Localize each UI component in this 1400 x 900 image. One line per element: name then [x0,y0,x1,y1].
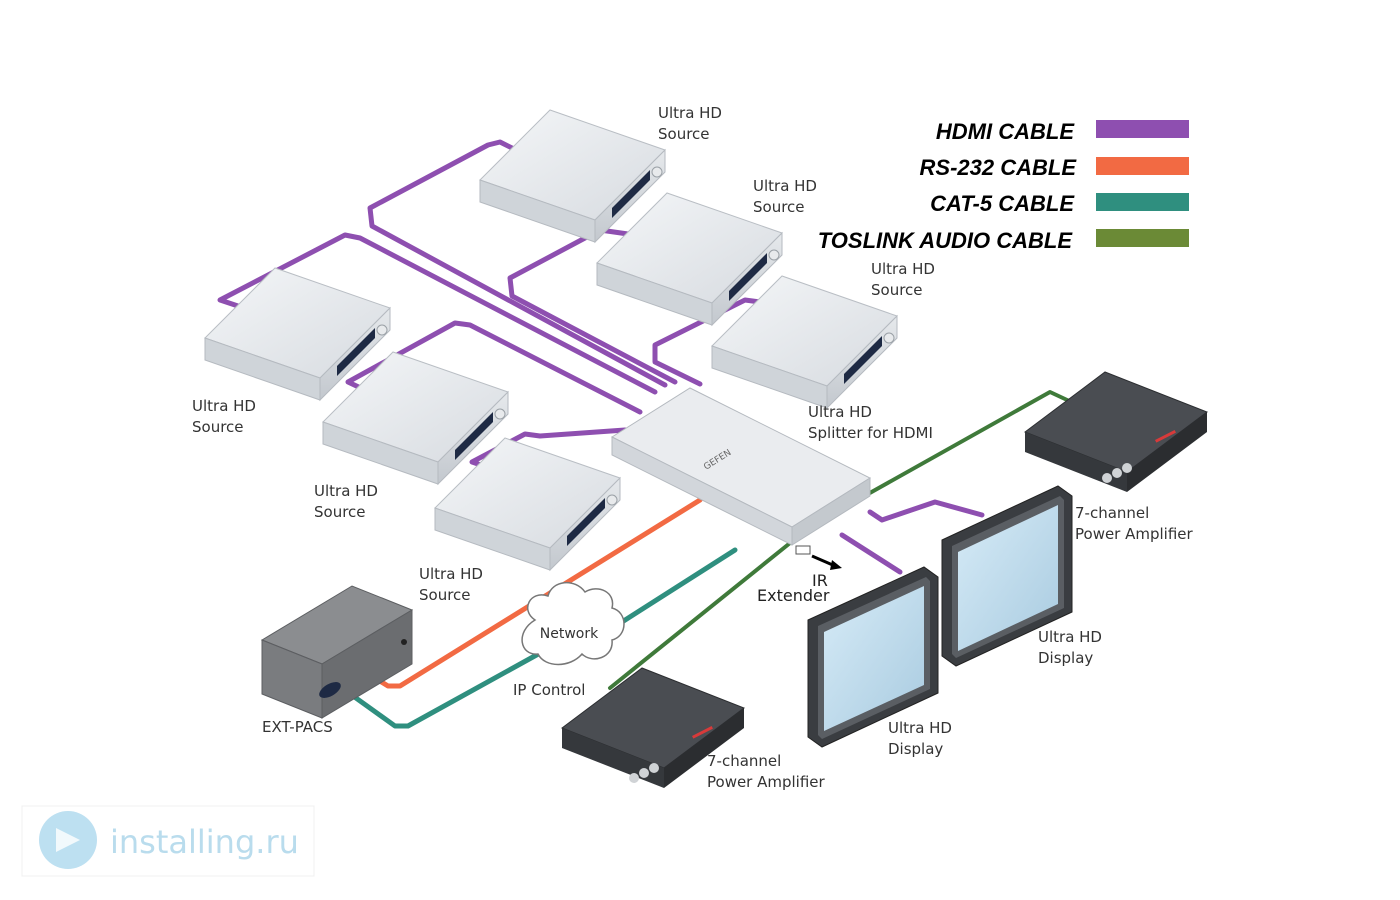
source-1[interactable] [479,109,666,244]
legend-swatch-rs232 [1096,157,1189,175]
labels: Ultra HD Source Ultra HD Source Ultra HD… [192,104,1194,791]
amplifier-left-label: 7-channel Power Amplifier [707,752,826,791]
display-back[interactable] [941,485,1073,667]
ext-pacs-device[interactable] [260,585,414,719]
legend-swatch-cat5 [1096,193,1189,211]
legend-label-hdmi: HDMI CABLE [936,119,1075,144]
hdmi-cable-source6 [469,427,628,471]
legend: HDMI CABLE RS-232 CABLE CAT-5 CABLE TOSL… [818,119,1189,253]
hdmi-cable-source4 [217,232,658,395]
hdmi-cable-display1 [839,532,903,575]
cat5-cable-ext-pacs [332,639,563,729]
source-5[interactable] [322,351,509,486]
hdmi-cable-source1 [367,139,668,388]
legend-label-toslink: TOSLINK AUDIO CABLE [818,228,1074,253]
ir-extender[interactable] [795,545,842,570]
display-front-label: Ultra HD Display [888,719,957,758]
ext-pacs-label: EXT-PACS [262,718,333,736]
amplifier-right[interactable] [1023,371,1209,492]
source-6-label: Ultra HD Source [419,565,488,604]
splitter-label: Ultra HD Splitter for HDMI [808,403,933,442]
display-front[interactable] [807,566,939,748]
network-cloud: Network [521,582,625,666]
legend-item-toslink: TOSLINK AUDIO CABLE [818,228,1189,253]
source-4-label: Ultra HD Source [192,397,261,436]
ir-extender-label: IR Extender [757,571,833,605]
legend-swatch-toslink [1096,229,1189,247]
legend-item-rs232: RS-232 CABLE [920,155,1189,180]
source-1-label: Ultra HD Source [658,104,727,143]
watermark-text: installing.ru [110,823,299,861]
legend-label-rs232: RS-232 CABLE [920,155,1078,180]
ip-control-label: IP Control [513,681,585,699]
legend-item-cat5: CAT-5 CABLE [930,191,1189,216]
hdmi-cable-source5 [345,320,643,415]
source-6[interactable] [434,437,621,572]
source-2[interactable] [596,192,783,327]
legend-label-cat5: CAT-5 CABLE [930,191,1075,216]
legend-item-hdmi: HDMI CABLE [936,119,1189,144]
display-back-label: Ultra HD Display [1038,628,1107,667]
uhd-splitter[interactable]: GEFEN [610,387,872,546]
hdmi-cable-source3 [652,297,763,387]
legend-swatch-hdmi [1096,120,1189,138]
toslink-cable-amp-left [608,533,802,690]
source-5-label: Ultra HD Source [314,482,383,521]
source-2-label: Ultra HD Source [753,177,822,216]
source-3-label: Ultra HD Source [871,260,940,299]
amplifier-right-label: 7-channel Power Amplifier [1075,504,1194,543]
watermark: installing.ru [21,805,315,877]
amplifier-left[interactable] [560,667,746,788]
source-3[interactable] [711,275,898,410]
network-cloud-label: Network [540,626,599,642]
source-4[interactable] [204,267,391,402]
hdmi-cable-display2 [867,499,985,523]
